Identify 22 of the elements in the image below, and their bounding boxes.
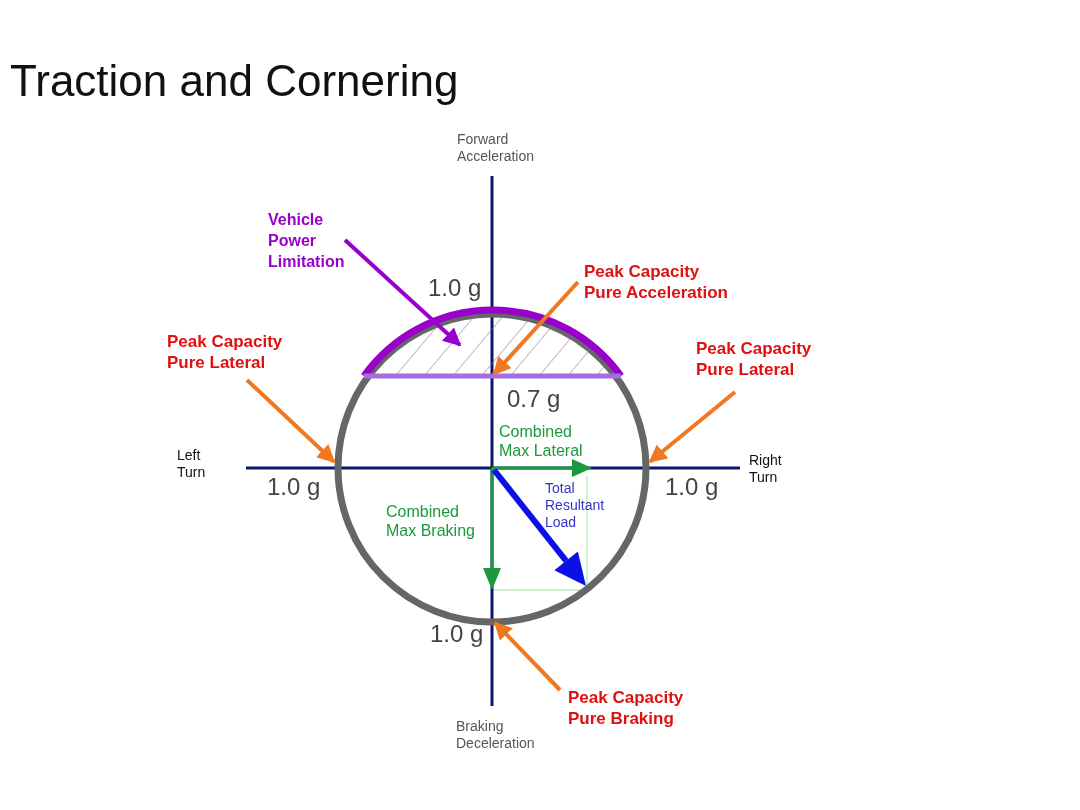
- scale-label: 1.0 g: [665, 474, 719, 501]
- axis-label: Right Turn: [749, 452, 783, 486]
- callout-text: Peak Capacity Pure Lateral: [696, 338, 813, 380]
- axis-label: Left Turn: [177, 447, 207, 481]
- scale-label: 0.7 g: [507, 386, 561, 413]
- vector-label: Total Resultant Load: [545, 480, 606, 531]
- callout-text: Peak Capacity Pure Braking: [568, 687, 685, 729]
- scale-label: 1.0 g: [428, 275, 482, 302]
- title: Traction and Cornering: [10, 56, 459, 106]
- leader-arrow: [648, 390, 737, 464]
- callout-text: Peak Capacity Pure Lateral: [167, 331, 284, 373]
- scale-label: 1.0 g: [430, 621, 484, 648]
- callout-text: Vehicle Power Limitation: [268, 210, 346, 272]
- callout-text: Peak Capacity Pure Acceleration: [584, 261, 729, 303]
- leader-arrow: [493, 621, 562, 692]
- pointer-arrow: [343, 238, 462, 347]
- leader-arrow: [245, 378, 336, 464]
- axis-label: Forward Acceleration: [457, 131, 536, 165]
- vector-label: Combined Max Lateral: [499, 422, 584, 461]
- axis-label: Braking Deceleration: [456, 718, 536, 752]
- vector-label: Combined Max Braking: [386, 502, 476, 541]
- scale-label: 1.0 g: [267, 474, 321, 501]
